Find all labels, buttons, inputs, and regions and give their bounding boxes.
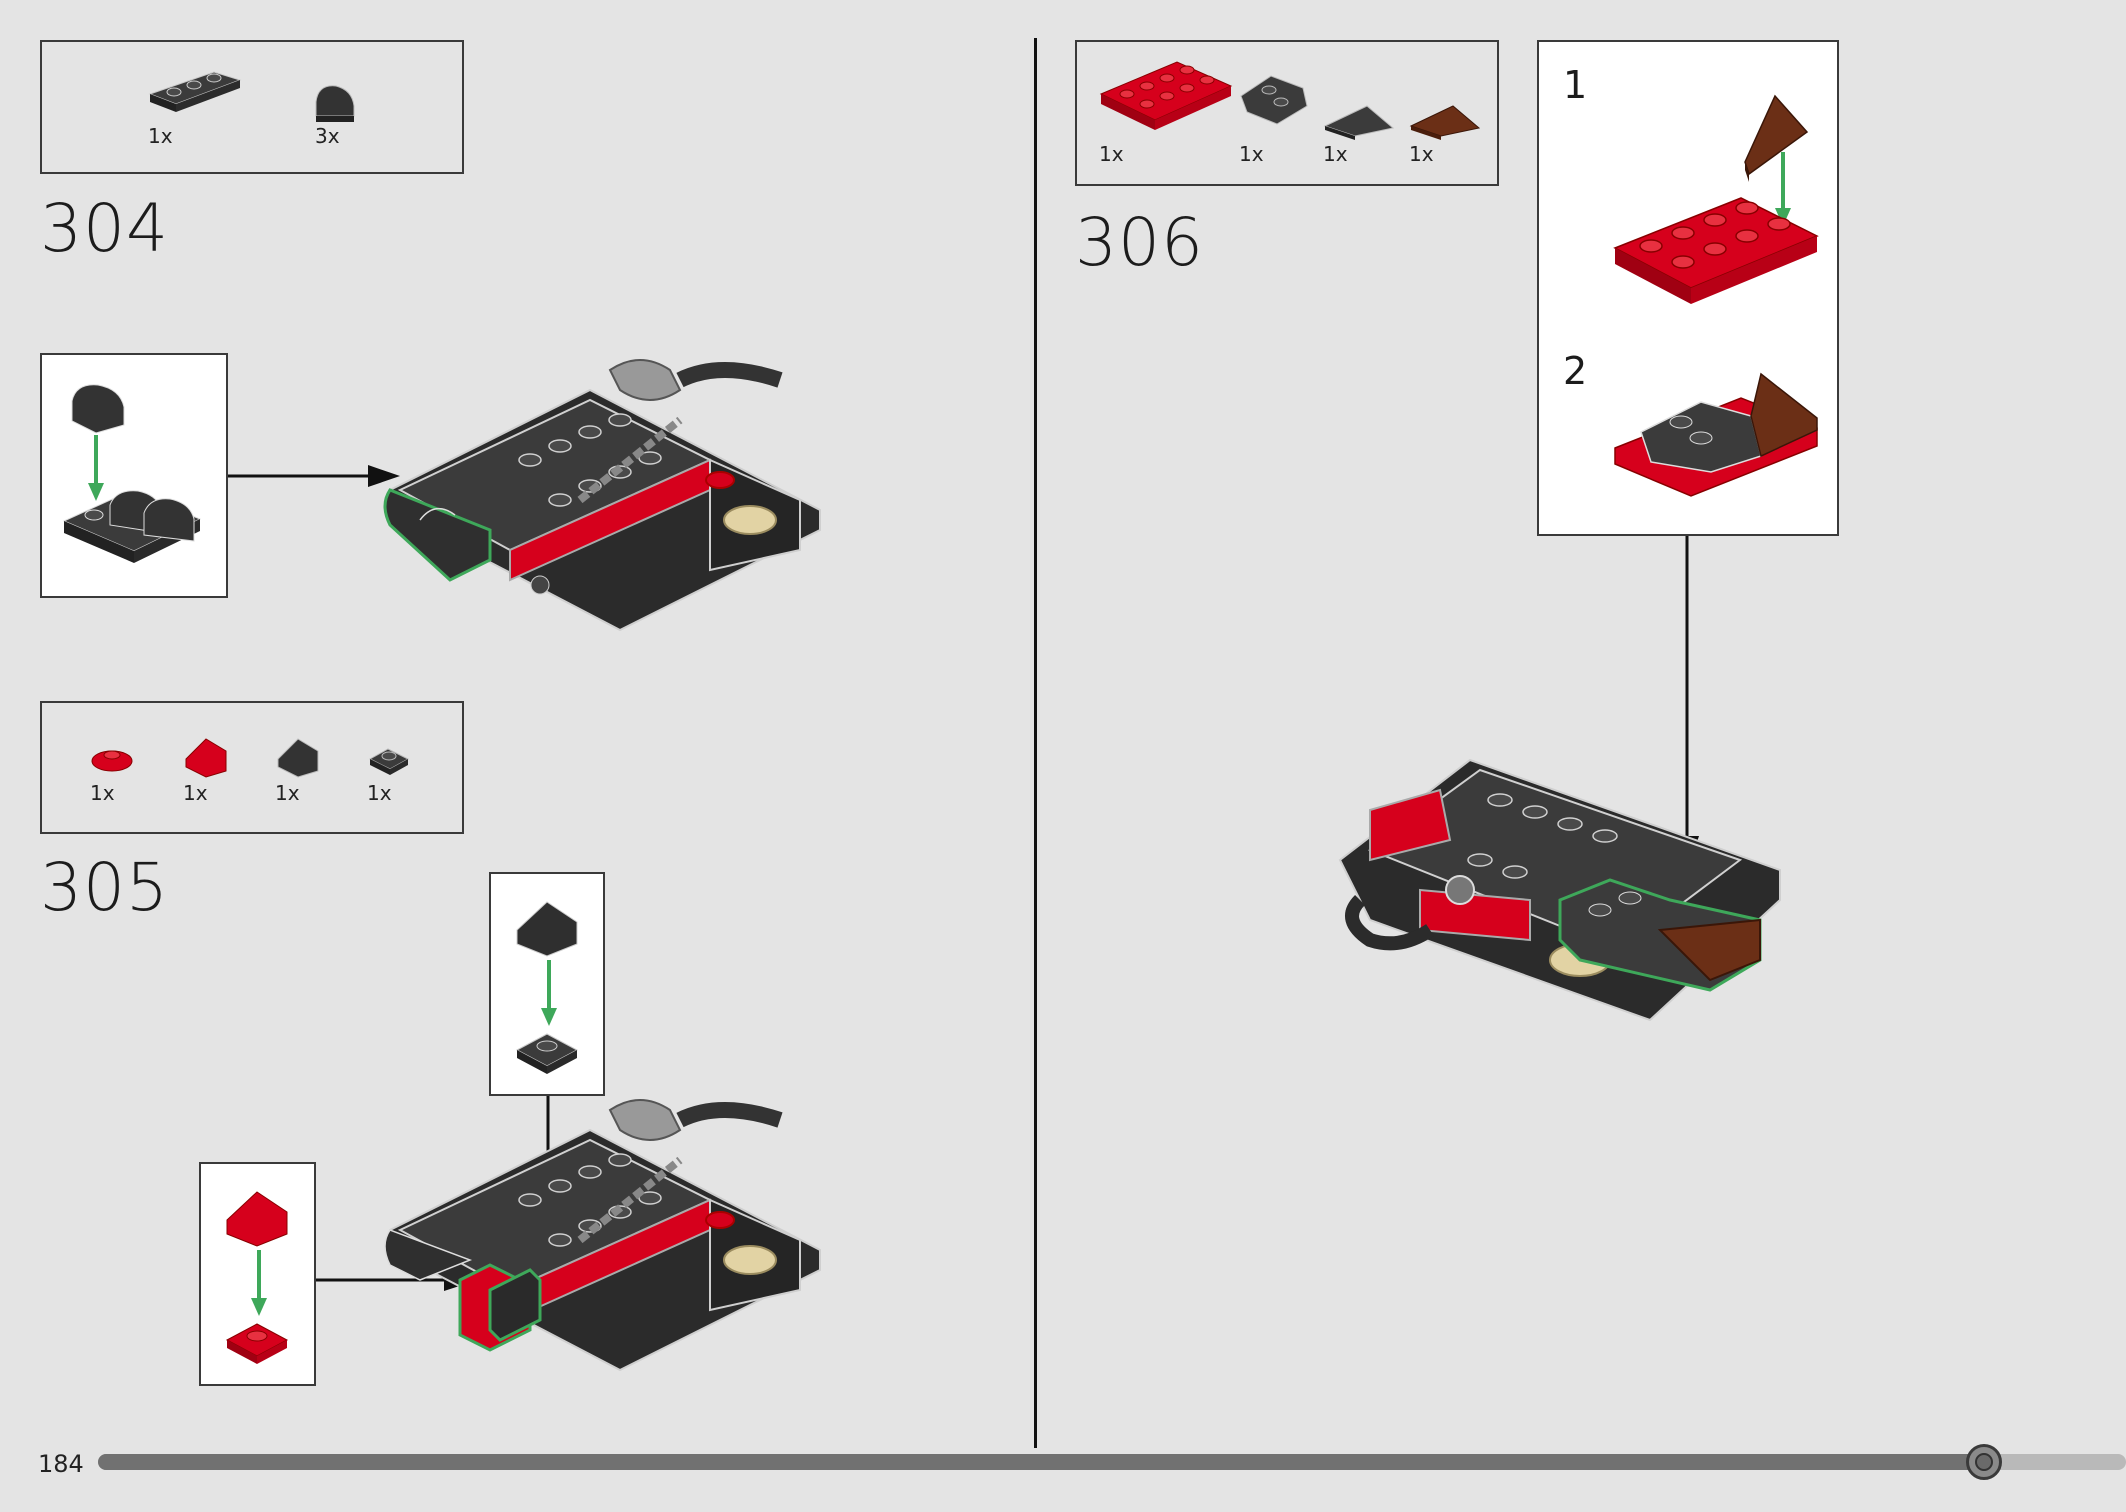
dark-gray-slope-icon [277, 738, 319, 778]
green-arrow-icon [541, 960, 557, 1026]
plate-with-slopes-icon [62, 490, 202, 563]
green-arrow-icon [1775, 152, 1791, 226]
step-number-305: 305 [40, 849, 169, 926]
green-arrow-icon [88, 435, 104, 501]
progress-fill [98, 1454, 1984, 1470]
part-qty: 1x [1099, 142, 1124, 166]
dark-gray-wedge-plate-icon [1240, 75, 1308, 125]
red-slope-icon [226, 1191, 288, 1247]
part-qty: 1x [90, 781, 115, 805]
parts-list-304: 1x 3x [40, 40, 464, 174]
subassembly-callout-305b [199, 1162, 316, 1386]
step-number-306: 306 [1075, 204, 1204, 281]
dark-gray-slope-icon [516, 901, 578, 957]
red-round-plate-icon [91, 750, 133, 772]
parts-list-305: 1x 1x 1x 1x [40, 701, 464, 834]
model-assembly-304 [383, 359, 821, 632]
progress-bar [98, 1454, 2126, 1470]
step-number-304: 304 [40, 190, 169, 267]
part-qty: 1x [275, 781, 300, 805]
part-qty: 1x [1323, 142, 1348, 166]
part-qty: 1x [367, 781, 392, 805]
substep-number: 2 [1563, 349, 1588, 393]
model-assembly-306 [1338, 758, 1781, 1022]
dark-gray-round-plate-icon [515, 1033, 579, 1074]
part-qty: 1x [1409, 142, 1434, 166]
red-2x4-plate-icon [1099, 61, 1233, 130]
dark-gray-round-plate-icon [368, 748, 410, 775]
part-qty: 1x [183, 781, 208, 805]
brown-wedge-tile-icon [1409, 105, 1481, 140]
callout-arrow [228, 465, 400, 487]
parts-list-306: 1x 1x 1x 1x [1075, 40, 1499, 186]
substep-number: 1 [1563, 63, 1588, 107]
dark-gray-1x3-plate-icon [148, 71, 242, 112]
part-qty: 1x [148, 124, 173, 148]
subassembly-callout-306: 1 2 [1537, 40, 1839, 536]
dark-gray-tile-icon [1323, 105, 1395, 140]
curved-slope-icon [71, 384, 125, 434]
dark-gray-curved-slope-icon [315, 85, 355, 122]
red-round-plate-icon [225, 1323, 289, 1364]
part-qty: 3x [315, 124, 340, 148]
green-arrow-icon [251, 1250, 267, 1316]
progress-knob-icon[interactable] [1966, 1444, 2002, 1480]
red-slope-icon [185, 738, 227, 778]
red-2x4-plate-icon [1613, 197, 1819, 304]
page-divider [1034, 38, 1037, 1448]
page-number: 184 [38, 1450, 84, 1478]
assembled-substep-icon [1614, 372, 1818, 497]
model-assembly-305 [384, 1099, 821, 1372]
part-qty: 1x [1239, 142, 1264, 166]
subassembly-callout-305a [489, 872, 605, 1096]
brown-wedge-tile-icon [1744, 94, 1809, 182]
subassembly-callout-304 [40, 353, 228, 598]
